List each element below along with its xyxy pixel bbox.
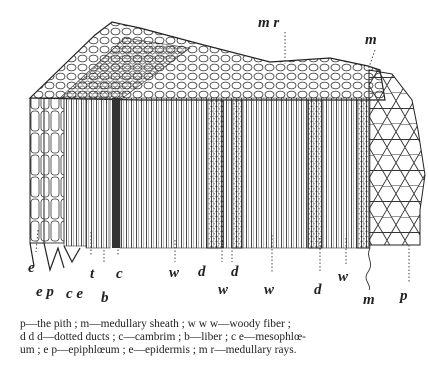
label-woody-fiber-1: w xyxy=(169,265,180,281)
label-cambium: c xyxy=(116,266,123,282)
woody-fiber-area xyxy=(120,98,370,248)
caption-line-2: d d d—dotted ducts ; c—cambrim ; b—liber… xyxy=(20,331,306,343)
label-medullary-sheath-bottom: m xyxy=(363,292,375,308)
epidermis-strip xyxy=(30,98,44,243)
caption-line-1: p—the pith ; m—medullary sheath ; w w w—… xyxy=(20,318,291,330)
dotted-duct-2 xyxy=(232,100,242,248)
label-epiphloeum: e p xyxy=(36,284,54,300)
figure-caption: p—the pith ; m—medullary sheath ; w w w—… xyxy=(20,318,418,357)
dotted-duct-3 xyxy=(308,100,322,248)
pith-cells xyxy=(369,70,425,245)
label-cambium-t: t xyxy=(90,266,95,282)
label-medullary-sheath-top: m xyxy=(365,32,377,48)
sheath-leader xyxy=(366,248,371,290)
label-dotted-duct-3: d xyxy=(314,282,322,298)
label-pith: p xyxy=(398,288,408,304)
epiphloeum-strip xyxy=(44,98,64,243)
label-epidermis: e xyxy=(28,260,35,276)
label-liber: b xyxy=(101,290,109,306)
label-dotted-duct-1: d xyxy=(198,264,206,280)
mesophloeum-strip xyxy=(64,98,86,246)
medullary-sheath xyxy=(357,100,369,248)
label-mesophloeum: c e xyxy=(66,286,83,302)
liber-strip xyxy=(86,98,110,248)
label-woody-fiber-3: w xyxy=(264,282,275,298)
caption-line-3: um ; e p—epiphlœum ; e—epidermis ; m r—m… xyxy=(20,344,296,356)
label-woody-fiber-4: w xyxy=(338,269,349,285)
label-medullary-rays: m r xyxy=(258,15,279,31)
cambium-band xyxy=(112,98,120,248)
dotted-duct-1 xyxy=(207,100,223,248)
label-dotted-duct-2: d xyxy=(231,264,239,280)
lower-fringe xyxy=(30,243,80,270)
label-woody-fiber-2: w xyxy=(218,282,229,298)
